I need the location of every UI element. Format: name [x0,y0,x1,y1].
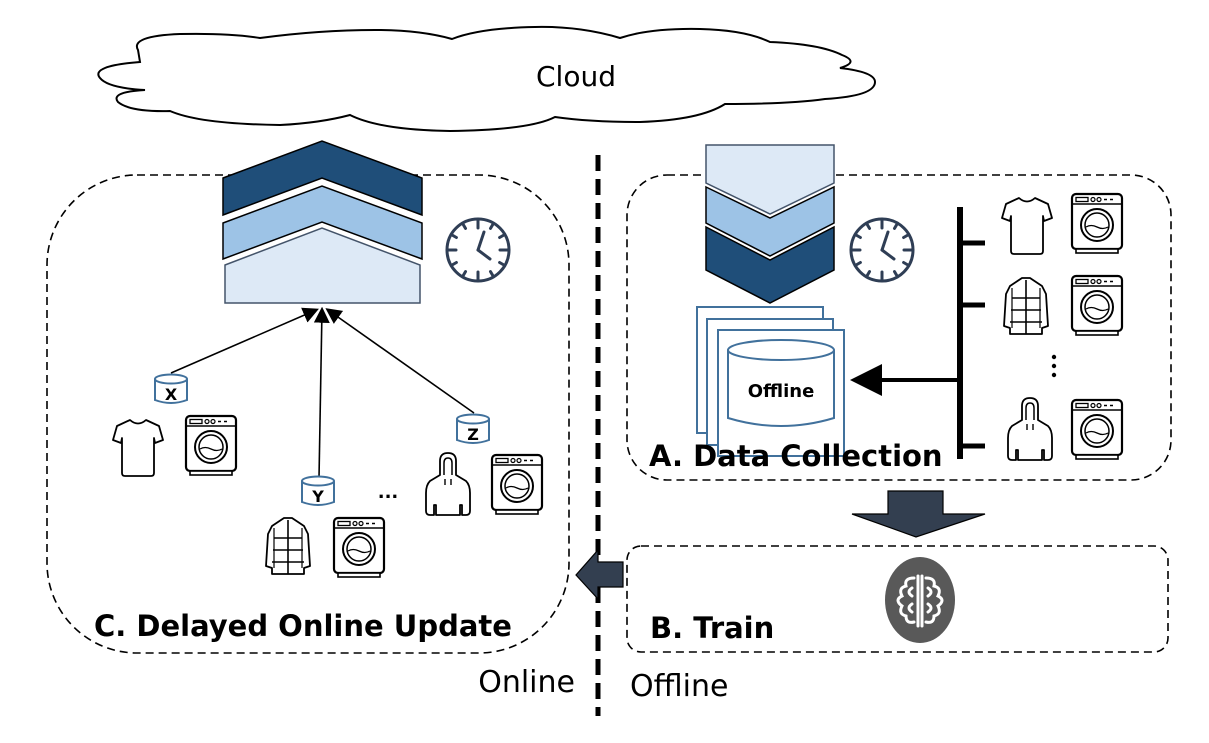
data-collection-panel: Offline A. Data Collection [626,144,1172,481]
clock-icon [849,217,915,283]
offline-side-label: Offline [630,669,728,704]
washing-machine-icon [1070,274,1124,337]
washing-machine-icon [490,453,544,516]
upload-arrow-x [170,307,319,374]
collection-ellipsis [1051,354,1057,378]
db-label-z: Z [467,425,479,444]
collection-client-1 [1001,192,1124,255]
delayed-online-update-title: C. Delayed Online Update [94,609,512,643]
washing-machine-icon [1070,192,1124,255]
model-stack-icon [705,144,835,304]
collection-client-2 [1003,274,1124,337]
train-panel: B. Train [626,545,1169,653]
down-arrow-icon [851,490,986,538]
jacket-icon [1003,277,1049,335]
upload-arrow-y [313,306,330,479]
offline-db-label: Offline [748,381,815,402]
db-label-x: X [165,385,178,404]
brain-icon [885,557,955,643]
hoodie-icon [1007,397,1053,461]
cloud-shape: Cloud [97,25,877,133]
client-z: Z [425,413,544,516]
db-label-y: Y [311,487,324,506]
model-stack-icon [222,140,423,304]
clock-icon [445,217,511,283]
train-title: B. Train [650,611,774,645]
washing-machine-icon [332,516,386,579]
client-y: Y [265,475,386,579]
data-collection-title: A. Data Collection [649,439,943,473]
jacket-icon [265,517,311,575]
cloud-label: Cloud [536,60,616,93]
washing-machine-icon [1070,398,1124,461]
hoodie-icon [425,452,471,516]
offline-database-icon: Offline [696,306,845,457]
tshirt-icon [1001,197,1053,255]
upload-arrow-z [325,308,475,414]
client-x: X [112,373,238,477]
left-arrow-icon [575,548,624,601]
washing-machine-icon [184,414,238,477]
delayed-online-update-panel: X Y ... Z C. Delayed Online Update [46,140,570,654]
tshirt-icon [112,419,164,477]
collection-client-3 [1007,397,1124,461]
online-side-label: Online [478,665,575,700]
clients-ellipsis: ... [378,482,399,503]
